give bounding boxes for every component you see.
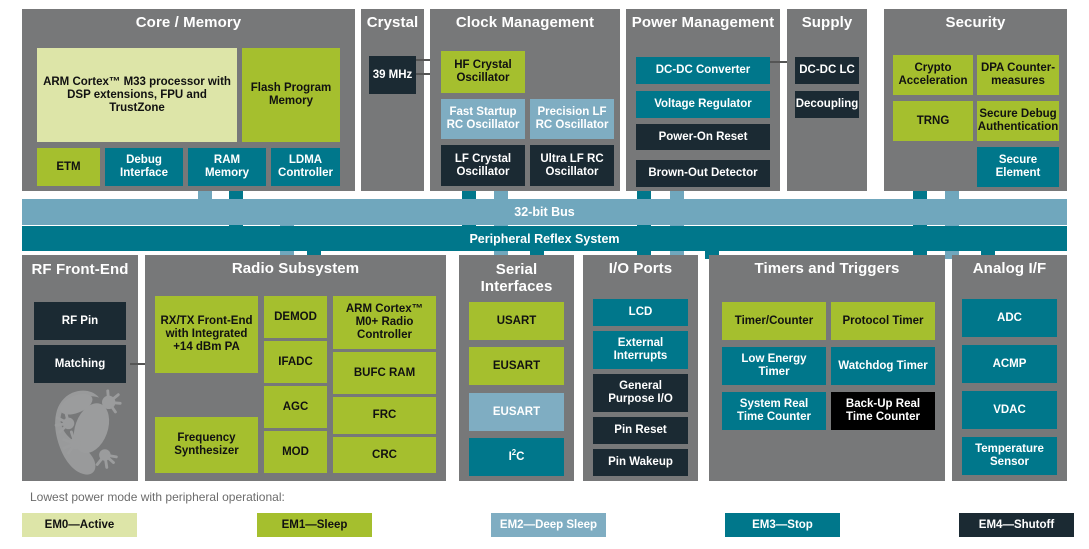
block-external-interrupts[interactable]: External Interrupts xyxy=(593,331,688,369)
group-io-ports: I/O Ports LCD External Interrupts Genera… xyxy=(583,255,698,481)
block-lf-crystal-oscillator[interactable]: LF Crystal Oscillator xyxy=(441,145,525,186)
group-title-clock-management: Clock Management xyxy=(455,14,595,31)
block-debug-interface[interactable]: Debug Interface xyxy=(105,148,183,186)
block-watchdog-timer[interactable]: Watchdog Timer xyxy=(831,347,935,385)
legend-chip-em1[interactable]: EM1—Sleep xyxy=(257,513,372,537)
block-hf-crystal-oscillator[interactable]: HF Crystal Oscillator xyxy=(441,51,525,93)
wire-crystal-to-hfxo-1 xyxy=(416,59,442,61)
block-vdac[interactable]: VDAC xyxy=(962,391,1057,429)
block-ifadc[interactable]: IFADC xyxy=(264,341,327,383)
group-title-timers-and-triggers: Timers and Triggers xyxy=(754,260,900,277)
block-timer-counter[interactable]: Timer/Counter xyxy=(722,302,826,340)
block-general-purpose-io[interactable]: General Purpose I/O xyxy=(593,374,688,412)
block-rx-tx-front-end[interactable]: RX/TX Front-End with Integrated +14 dBm … xyxy=(155,296,258,373)
group-title-security: Security xyxy=(945,14,1006,31)
block-rf-pin[interactable]: RF Pin xyxy=(34,302,126,340)
block-adc[interactable]: ADC xyxy=(962,299,1057,337)
group-title-radio-subsystem: Radio Subsystem xyxy=(231,260,360,277)
block-crc[interactable]: CRC xyxy=(333,437,436,473)
gecko-logo xyxy=(54,389,122,475)
bus-peripheral-reflex-system: Peripheral Reflex System xyxy=(22,226,1067,251)
block-backup-real-time-counter[interactable]: Back-Up Real Time Counter xyxy=(831,392,935,430)
legend-chip-em3[interactable]: EM3—Stop xyxy=(725,513,840,537)
block-etm[interactable]: ETM xyxy=(37,148,100,186)
wire-dcdc-to-lc xyxy=(770,61,794,63)
block-trng[interactable]: TRNG xyxy=(893,101,973,141)
block-crypto-acceleration[interactable]: Crypto Acceleration xyxy=(893,55,973,95)
legend-chip-em4[interactable]: EM4—Shutoff xyxy=(959,513,1074,537)
block-dpa-countermeasures[interactable]: DPA Counter-measures xyxy=(977,55,1059,95)
group-title-supply: Supply xyxy=(801,14,853,31)
block-ram-memory[interactable]: RAM Memory xyxy=(188,148,266,186)
block-fast-startup-rc-oscillator[interactable]: Fast Startup RC Oscillator xyxy=(441,99,525,139)
block-brown-out-detector[interactable]: Brown-Out Detector xyxy=(636,160,770,187)
block-ldma-controller[interactable]: LDMA Controller xyxy=(271,148,340,186)
group-title-power-management: Power Management xyxy=(631,14,775,31)
block-temperature-sensor[interactable]: Temperature Sensor xyxy=(962,437,1057,475)
block-dc-dc-lc[interactable]: DC-DC LC xyxy=(795,57,859,84)
group-power-management: Power Management DC-DC Converter Voltage… xyxy=(626,9,780,191)
group-supply: Supply DC-DC LC Decoupling xyxy=(787,9,867,191)
group-clock-management: Clock Management HF Crystal Oscillator F… xyxy=(430,9,620,191)
block-39mhz-crystal[interactable]: 39 MHz xyxy=(369,56,416,94)
connector-core-to-bus-light xyxy=(198,191,212,200)
group-title-rf-front-end: RF Front-End xyxy=(31,261,129,278)
block-arm-cortex-m33[interactable]: ARM Cortex™ M33 processor with DSP exten… xyxy=(37,48,237,142)
block-flash-program-memory[interactable]: Flash Program Memory xyxy=(242,48,340,142)
group-title-serial-interfaces: Serial Interfaces xyxy=(480,261,553,295)
block-arm-cortex-m0-radio-controller[interactable]: ARM Cortex™ M0+ Radio Controller xyxy=(333,296,436,349)
block-agc[interactable]: AGC xyxy=(264,386,327,428)
group-crystal: Crystal 39 MHz xyxy=(361,9,424,191)
block-pin-wakeup[interactable]: Pin Wakeup xyxy=(593,449,688,476)
group-timers-and-triggers: Timers and Triggers Timer/Counter Protoc… xyxy=(709,255,945,481)
group-title-analog-if: Analog I/F xyxy=(972,260,1047,277)
bus-32-bit: 32-bit Bus xyxy=(22,199,1067,225)
group-core-memory: Core / Memory ARM Cortex™ M33 processor … xyxy=(22,9,355,191)
group-analog-if: Analog I/F ADC ACMP VDAC Temperature Sen… xyxy=(952,255,1067,481)
group-rf-front-end: RF Front-End RF Pin Matching xyxy=(22,255,138,481)
block-mod[interactable]: MOD xyxy=(264,431,327,473)
connector-power-to-bus-light xyxy=(670,191,684,200)
wire-matching-to-rxtx xyxy=(130,363,154,365)
block-secure-element[interactable]: Secure Element xyxy=(977,147,1059,187)
block-acmp[interactable]: ACMP xyxy=(962,345,1057,383)
legend-chip-em2[interactable]: EM2—Deep Sleep xyxy=(491,513,606,537)
legend-chip-em0[interactable]: EM0—Active xyxy=(22,513,137,537)
connector-clock-to-bus-light xyxy=(494,191,508,200)
block-lcd[interactable]: LCD xyxy=(593,299,688,326)
block-precision-lf-rc-oscillator[interactable]: Precision LF RC Oscillator xyxy=(530,99,614,139)
block-pin-reset[interactable]: Pin Reset xyxy=(593,417,688,444)
block-system-real-time-counter[interactable]: System Real Time Counter xyxy=(722,392,826,430)
bus-prs-label: Peripheral Reflex System xyxy=(469,231,620,246)
block-secure-debug-authentication[interactable]: Secure Debug Authentication xyxy=(977,101,1059,141)
block-power-on-reset[interactable]: Power-On Reset xyxy=(636,124,770,150)
block-i2c[interactable]: I2C xyxy=(469,438,564,476)
wire-crystal-to-hfxo-2 xyxy=(416,73,442,75)
block-ultra-lf-rc-oscillator[interactable]: Ultra LF RC Oscillator xyxy=(530,145,614,186)
block-eusart-em1[interactable]: EUSART xyxy=(469,347,564,385)
block-bufc-ram[interactable]: BUFC RAM xyxy=(333,352,436,394)
block-i2c-label: I2C xyxy=(508,447,525,463)
block-matching[interactable]: Matching xyxy=(34,345,126,383)
block-decoupling[interactable]: Decoupling xyxy=(795,91,859,118)
block-frc[interactable]: FRC xyxy=(333,397,436,434)
block-low-energy-timer[interactable]: Low Energy Timer xyxy=(722,347,826,385)
block-dc-dc-converter[interactable]: DC-DC Converter xyxy=(636,57,770,84)
legend-note: Lowest power mode with peripheral operat… xyxy=(30,490,285,504)
connector-security-to-bus-light xyxy=(945,191,959,200)
group-title-io-ports: I/O Ports xyxy=(608,260,673,277)
group-radio-subsystem: Radio Subsystem RX/TX Front-End with Int… xyxy=(145,255,446,481)
bus-32-bit-label: 32-bit Bus xyxy=(514,205,575,219)
group-title-crystal: Crystal xyxy=(366,14,419,31)
group-security: Security Crypto Acceleration DPA Counter… xyxy=(884,9,1067,191)
block-frequency-synthesizer[interactable]: Frequency Synthesizer xyxy=(155,417,258,473)
group-title-core-memory: Core / Memory xyxy=(135,14,242,31)
block-voltage-regulator[interactable]: Voltage Regulator xyxy=(636,91,770,118)
block-protocol-timer[interactable]: Protocol Timer xyxy=(831,302,935,340)
block-usart[interactable]: USART xyxy=(469,302,564,340)
group-serial-interfaces: Serial Interfaces USART EUSART EUSART I2… xyxy=(459,255,574,481)
block-demod[interactable]: DEMOD xyxy=(264,296,327,338)
block-eusart-em2[interactable]: EUSART xyxy=(469,393,564,431)
